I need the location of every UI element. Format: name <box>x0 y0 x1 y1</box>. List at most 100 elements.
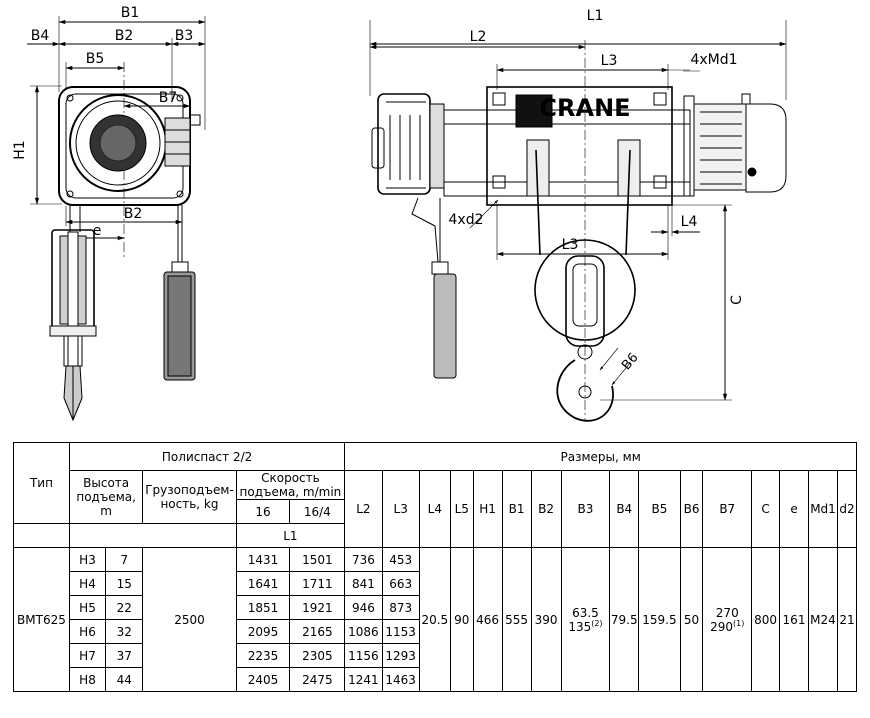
row-code: H7 <box>68 643 107 668</box>
brand-label: CRANE <box>539 94 630 122</box>
cell-b7-b: 290 <box>710 619 734 634</box>
header-l1: L1 <box>235 523 346 548</box>
row-l1-16: 2095 <box>235 619 291 644</box>
cell-b2: 390 <box>530 547 562 692</box>
dim-label-l3-top: L3 <box>601 53 618 69</box>
row-l1-16: 1851 <box>235 595 291 620</box>
header-type: Тип <box>13 442 70 524</box>
cell-e: 161 <box>779 547 809 692</box>
side-view <box>369 20 787 422</box>
header-b2: B2 <box>530 470 562 548</box>
dim-label-b5: B5 <box>86 51 105 67</box>
row-height: 15 <box>105 571 144 596</box>
front-view <box>27 16 206 422</box>
row-height: 44 <box>105 667 144 692</box>
row-l2: 841 <box>344 571 383 596</box>
cell-d2: 21 <box>836 547 858 692</box>
row-code: H4 <box>68 571 107 596</box>
dim-label-l2: L2 <box>470 29 487 45</box>
cell-b1: 555 <box>501 547 532 692</box>
cell-l4: 20.5 <box>418 547 451 692</box>
cell-b3: 63.5 135(2) <box>560 547 611 692</box>
header-d2: d2 <box>836 470 858 548</box>
header-c: C <box>751 470 781 548</box>
cell-b6: 50 <box>679 547 704 692</box>
row-l1-16-4: 1711 <box>289 571 346 596</box>
header-capacity: Грузоподъем-ность, kg <box>142 470 237 524</box>
header-polispast: Полиспаст 2/2 <box>68 442 346 471</box>
row-l1-16-4: 2305 <box>289 643 346 668</box>
dim-label-h1: H1 <box>12 140 28 159</box>
row-code: H6 <box>68 619 107 644</box>
cell-b3-a: 63.5 <box>572 605 599 620</box>
header-b5: B5 <box>638 470 681 548</box>
dim-label-b7: B7 <box>159 90 178 106</box>
row-l1-16-4: 1501 <box>289 547 346 572</box>
technical-drawing: B1 B4 B2 B3 B5 B7 H1 B2 e <box>12 5 787 422</box>
dim-label-l1: L1 <box>587 8 604 24</box>
header-l4: L4 <box>418 470 451 548</box>
row-l3: 663 <box>381 571 420 596</box>
dim-label-d2: 4xd2 <box>449 212 484 228</box>
header-b7: B7 <box>702 470 753 548</box>
row-code: H8 <box>68 667 107 692</box>
cell-md1: M24 <box>808 547 838 692</box>
dim-label-c: C <box>729 295 745 305</box>
row-l1-16-4: 2475 <box>289 667 346 692</box>
header-e: e <box>779 470 809 548</box>
cell-b7: 270 290(1) <box>702 547 753 692</box>
dim-label-b6: B6 <box>619 350 642 373</box>
row-height: 37 <box>105 643 144 668</box>
cell-b3-b: 135 <box>568 619 592 634</box>
header-l2: L2 <box>344 470 383 548</box>
cell-b4: 79.5 <box>609 547 640 692</box>
header-speed: Скорость подъема, m/min <box>235 470 346 500</box>
cell-b5: 159.5 <box>638 547 681 692</box>
row-l1-16: 1641 <box>235 571 291 596</box>
row-l2: 1156 <box>344 643 383 668</box>
dim-label-e: e <box>93 223 102 239</box>
row-code: H5 <box>68 595 107 620</box>
dim-label-b2-bottom: B2 <box>124 206 143 222</box>
row-l3: 1463 <box>381 667 420 692</box>
dim-label-b3: B3 <box>175 28 194 44</box>
header-b4: B4 <box>609 470 640 548</box>
row-l1-16-4: 1921 <box>289 595 346 620</box>
dim-label-md1: 4xMd1 <box>690 52 737 68</box>
cell-c: 800 <box>751 547 781 692</box>
header-b3: B3 <box>560 470 611 548</box>
cell-h1: 466 <box>472 547 503 692</box>
row-height: 7 <box>105 547 144 572</box>
row-l3: 1153 <box>381 619 420 644</box>
header-h1: H1 <box>472 470 503 548</box>
row-l2: 1241 <box>344 667 383 692</box>
header-l5: L5 <box>449 470 474 548</box>
capacity-cell: 2500 <box>142 547 237 692</box>
row-l2: 736 <box>344 547 383 572</box>
cell-b3-note: (2) <box>591 618 603 628</box>
header-b6: B6 <box>679 470 704 548</box>
header-sizes: Размеры, мм <box>344 442 857 471</box>
model-cell: BMT625 <box>13 547 70 692</box>
header-speed-16-4: 16/4 <box>289 499 346 524</box>
cell-l5: 90 <box>449 547 474 692</box>
row-l2: 946 <box>344 595 383 620</box>
header-lift-spacer <box>68 523 237 548</box>
row-l2: 1086 <box>344 619 383 644</box>
dim-label-l4: L4 <box>681 214 698 230</box>
row-l3: 873 <box>381 595 420 620</box>
row-l3: 453 <box>381 547 420 572</box>
header-l3: L3 <box>381 470 420 548</box>
header-md1: Md1 <box>808 470 838 548</box>
row-code: H3 <box>68 547 107 572</box>
dim-label-b1: B1 <box>121 5 140 21</box>
header-speed-16: 16 <box>235 499 291 524</box>
header-type-spacer <box>13 523 70 548</box>
row-l3: 1293 <box>381 643 420 668</box>
spec-table: Тип Полиспаст 2/2 Размеры, мм Высота под… <box>13 442 858 692</box>
row-l1-16: 2235 <box>235 643 291 668</box>
cell-b7-note: (1) <box>733 618 745 628</box>
dim-label-l3-bottom: L3 <box>562 237 579 253</box>
dim-label-b2-top: B2 <box>115 28 134 44</box>
dim-label-b4: B4 <box>31 28 50 44</box>
